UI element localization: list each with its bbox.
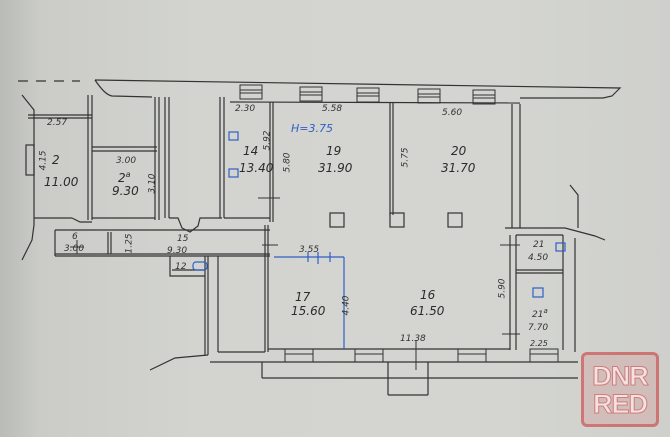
room-20-area: 31.70 [441,161,476,175]
room-19-height: 5.80 [282,152,293,173]
room-2-height: 4.15 [38,150,49,171]
room-17-height: 4.40 [341,295,352,316]
room-19-area: 31.90 [318,161,353,175]
room-14-height: 5.92 [262,130,273,151]
room-2-number: 2 [52,153,60,167]
ceiling-height-annotation: H=3.75 [291,122,333,135]
watermark-line-1: DNR [592,360,649,391]
room-16-area: 61.50 [410,304,445,318]
room-17-number: 17 [295,290,311,304]
room-19-number: 19 [326,144,342,158]
room-16-width: 11.38 [400,334,426,344]
room-19-width: 5.58 [322,104,343,114]
room-21-number: 21 [533,240,545,250]
room-17-area: 15.60 [291,304,326,318]
room-20-height: 5.75 [400,147,411,168]
room-12-number: 12 [175,262,187,272]
room-21a-width: 2.25 [530,339,548,348]
room-2-width: 2.57 [47,118,68,128]
room-6-height: 1.25 [124,233,135,254]
room-14-number: 14 [243,144,259,158]
room-6-number: 6 [72,232,78,242]
room-17-width: 3.55 [299,245,320,255]
room-21-area: 4.50 [528,253,549,263]
room-20-number: 20 [451,144,467,158]
room-21a-area: 7.70 [528,323,549,333]
room-20-width: 5.60 [442,108,463,118]
room-2a-area: 9.30 [112,184,139,198]
dnr-red-watermark-logo: DNR RED [581,352,659,427]
room-15-area: 9.30 [167,246,188,256]
room-15-number: 15 [177,234,189,244]
room-16-number: 16 [420,288,436,302]
room-6-area: 3.00 [64,244,85,254]
room-21a-number: 21a [532,307,548,320]
room-2-area: 11.00 [44,175,79,189]
room-16-height: 5.90 [497,278,508,299]
room-14-width: 2.30 [235,104,256,114]
watermark-line-2: RED [592,388,648,419]
room-2a-height: 3.10 [147,173,158,194]
room-14-area: 13.40 [239,161,274,175]
room-2a-width: 3.00 [116,156,137,166]
room-2a-number: 2a [118,170,131,185]
